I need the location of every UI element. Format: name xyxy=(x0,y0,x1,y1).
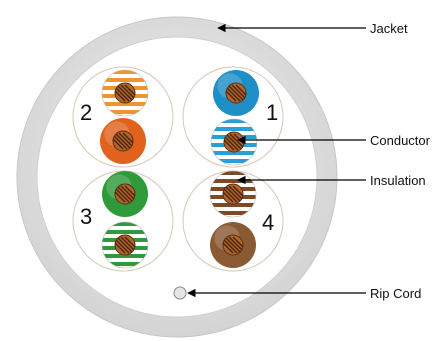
pair-group-3 xyxy=(72,170,174,272)
striped-wire-pair-2 xyxy=(101,69,149,117)
leader-lines xyxy=(187,23,366,298)
striped-wire-pair-1 xyxy=(210,118,258,166)
solid-wire-pair-1 xyxy=(213,70,259,116)
wires xyxy=(100,69,259,269)
solid-wire-pair-3 xyxy=(102,171,148,217)
striped-wire-pair-4 xyxy=(209,170,257,218)
rip-cord-label: Rip Cord xyxy=(370,286,421,301)
solid-wire-pair-4 xyxy=(210,222,256,268)
rip-cord xyxy=(173,286,187,300)
striped-wire-pair-3 xyxy=(101,221,149,269)
insulation-label: Insulation xyxy=(370,173,426,188)
pair-number-2: 2 xyxy=(80,100,92,125)
pair-number-3: 3 xyxy=(80,204,92,229)
pair-number-4: 4 xyxy=(262,210,274,235)
solid-wire-pair-2 xyxy=(100,118,146,164)
jacket-label: Jacket xyxy=(370,21,408,36)
conductor-label: Conductor xyxy=(370,133,431,148)
pair-number-1: 1 xyxy=(266,100,278,125)
pair-group-2 xyxy=(72,66,174,168)
pair-group-1 xyxy=(182,66,284,168)
